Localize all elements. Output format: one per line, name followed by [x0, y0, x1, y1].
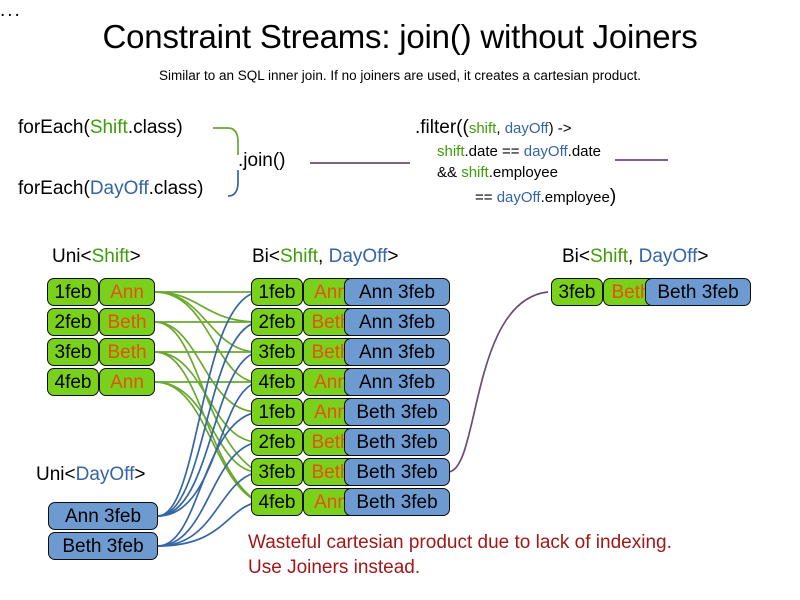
uni-dayoff-chip: Ann 3feb [48, 502, 158, 530]
foreach-shift-prefix: forEach( [18, 117, 90, 138]
code-foreach-dayoff: forEach(DayOff.class) [18, 178, 204, 200]
foreach-dayoff-suffix: .class) [148, 178, 204, 199]
code-filter-line4: == dayOff.employee) [475, 186, 616, 208]
bi-middle-date-chip: 3feb [251, 458, 303, 486]
uni-shift-employee-chip: Ann [99, 368, 155, 396]
uni-shift-date-chip: 4feb [47, 368, 99, 396]
bi-middle-dayoff-chip: Beth 3feb [344, 458, 450, 486]
bi-right-type-b: DayOff [638, 246, 698, 267]
bi-middle-date-chip: 4feb [251, 488, 303, 516]
code-foreach-shift: forEach(Shift.class) [18, 117, 183, 139]
uni-dayoff-chip: Beth 3feb [48, 532, 158, 560]
filter-l2-dayoff: dayOff [523, 143, 568, 160]
code-join-call: .join() [238, 150, 286, 171]
uni-shift-date-chip: 1feb [47, 278, 99, 306]
filter-l2-b: .date [567, 143, 602, 160]
bi-right-prefix: Bi< [562, 246, 590, 267]
bi-middle-date-chip: 3feb [251, 338, 303, 366]
code-ellipsis: ... [0, 0, 22, 21]
bi-middle-date-chip: 1feb [251, 398, 303, 426]
uni-shift-employee-chip: Beth [99, 308, 155, 336]
code-filter-line2: shift.date == dayOff.date [437, 143, 601, 160]
bi-middle-dayoff-chip: Ann 3feb [344, 368, 450, 396]
label-uni-dayoff: Uni<DayOff> [36, 464, 146, 486]
filter-open: .filter(( [415, 117, 469, 138]
bi-right-dayoff-chip: Beth 3feb [645, 278, 751, 306]
filter-l4-b: .employee [540, 189, 610, 206]
filter-l4-a: == [475, 189, 497, 206]
bi-mid-type-a: Shift [280, 246, 319, 267]
label-bi-middle: Bi<Shift, DayOff> [252, 246, 398, 268]
bi-right-comma: , [628, 246, 639, 267]
filter-l3-a: && [437, 164, 462, 181]
bi-middle-dayoff-chip: Ann 3feb [344, 338, 450, 366]
bi-middle-dayoff-chip: Beth 3feb [344, 398, 450, 426]
bi-middle-date-chip: 2feb [251, 428, 303, 456]
filter-l2-a: .date == [464, 143, 524, 160]
uni-shift-date-chip: 3feb [47, 338, 99, 366]
filter-param-dayoff: dayOff [504, 120, 549, 137]
bi-right-type-a: Shift [590, 246, 629, 267]
page-subtitle: Similar to an SQL inner join. If no join… [159, 68, 641, 83]
uni-shift-employee-chip: Beth [99, 338, 155, 366]
bi-middle-dayoff-chip: Beth 3feb [344, 488, 450, 516]
uni-dayoff-type: DayOff [75, 464, 135, 485]
foreach-dayoff-prefix: forEach( [18, 178, 90, 199]
uni-shift-employee-chip: Ann [99, 278, 155, 306]
bi-right-suffix: > [697, 246, 709, 267]
uni-shift-type: Shift [91, 246, 130, 267]
bi-middle-date-chip: 1feb [251, 278, 303, 306]
label-uni-shift: Uni<Shift> [52, 246, 141, 268]
warning-line-2: Use Joiners instead. [248, 557, 421, 578]
foreach-dayoff-type: DayOff [89, 178, 149, 199]
uni-dayoff-suffix: > [134, 464, 146, 485]
code-filter-line1: .filter((shift, dayOff) -> [415, 117, 572, 139]
page-title: Constraint Streams: join() without Joine… [102, 18, 698, 55]
uni-shift-date-chip: 2feb [47, 308, 99, 336]
bi-middle-date-chip: 2feb [251, 308, 303, 336]
bi-mid-suffix: > [387, 246, 399, 267]
bi-right-date-chip: 3feb [551, 278, 603, 306]
filter-close-paren: ) [609, 186, 617, 207]
bi-middle-dayoff-chip: Ann 3feb [344, 308, 450, 336]
filter-l2-shift: shift [437, 143, 465, 160]
warning-line-1: Wasteful cartesian product due to lack o… [248, 532, 672, 553]
code-filter-line3: && shift.employee [437, 164, 558, 181]
bi-middle-date-chip: 4feb [251, 368, 303, 396]
filter-param-comma: , [496, 120, 505, 137]
uni-shift-suffix: > [129, 246, 141, 267]
foreach-shift-type: Shift [89, 117, 128, 138]
bi-mid-type-b: DayOff [328, 246, 388, 267]
bi-middle-dayoff-chip: Beth 3feb [344, 428, 450, 456]
filter-l4-dayoff: dayOff [496, 189, 541, 206]
filter-l3-shift: shift [461, 164, 489, 181]
label-bi-right: Bi<Shift, DayOff> [562, 246, 708, 268]
bi-mid-prefix: Bi< [252, 246, 280, 267]
foreach-shift-suffix: .class) [127, 117, 183, 138]
filter-l3-b: .employee [488, 164, 558, 181]
filter-arrow: ) -> [548, 120, 572, 137]
filter-param-shift: shift [468, 120, 497, 137]
bi-mid-comma: , [318, 246, 329, 267]
uni-shift-prefix: Uni< [52, 246, 92, 267]
bi-middle-dayoff-chip: Ann 3feb [344, 278, 450, 306]
uni-dayoff-prefix: Uni< [36, 464, 76, 485]
